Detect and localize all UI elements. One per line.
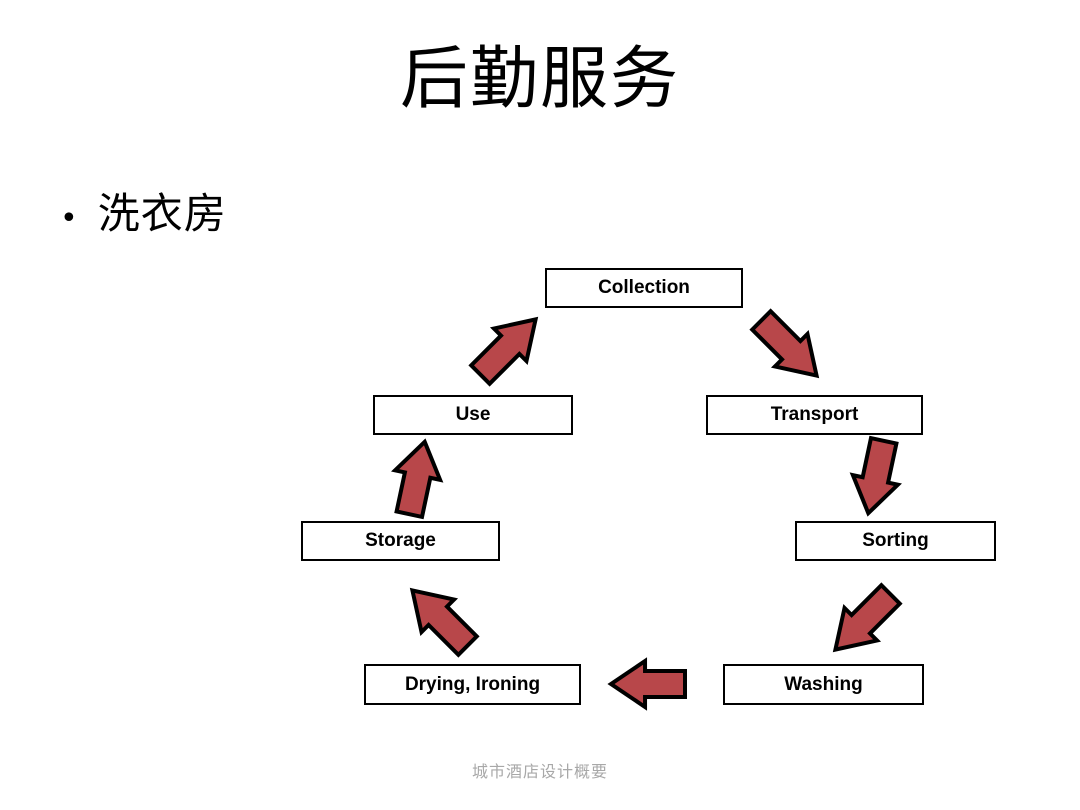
process-node-label: Storage bbox=[365, 530, 436, 551]
process-node-sorting: Sorting bbox=[795, 521, 996, 561]
process-node-use: Use bbox=[373, 395, 573, 435]
arrow-shape bbox=[832, 582, 903, 653]
process-node-label: Sorting bbox=[862, 530, 929, 551]
process-node-label: Transport bbox=[770, 404, 859, 425]
process-node-label: Washing bbox=[784, 673, 863, 695]
page-title: 后勤服务 bbox=[399, 40, 680, 119]
bullet-list-item: • 洗衣房 bbox=[60, 189, 227, 238]
process-node-label: Use bbox=[455, 404, 491, 425]
arrow-shape bbox=[749, 308, 820, 379]
arrow-shape bbox=[391, 438, 444, 520]
process-node-storage: Storage bbox=[301, 521, 500, 561]
process-node-transport: Transport bbox=[706, 395, 923, 435]
process-node-drying-ironing: Drying, Ironing bbox=[364, 664, 581, 705]
arrow-shape bbox=[468, 316, 539, 387]
process-node-label: Drying, Ironing bbox=[404, 673, 541, 695]
process-node-washing: Washing bbox=[723, 664, 924, 705]
process-node-collection: Collection bbox=[545, 268, 743, 308]
bullet-marker-icon: • bbox=[60, 201, 78, 236]
bullet-item-label: 洗衣房 bbox=[97, 189, 227, 238]
arrow-shape bbox=[607, 657, 687, 711]
slide-footer: 城市酒店设计概要 bbox=[471, 762, 608, 781]
arrow-shape bbox=[849, 435, 902, 517]
process-node-label: Collection bbox=[598, 277, 690, 298]
arrow-shape bbox=[409, 587, 480, 658]
